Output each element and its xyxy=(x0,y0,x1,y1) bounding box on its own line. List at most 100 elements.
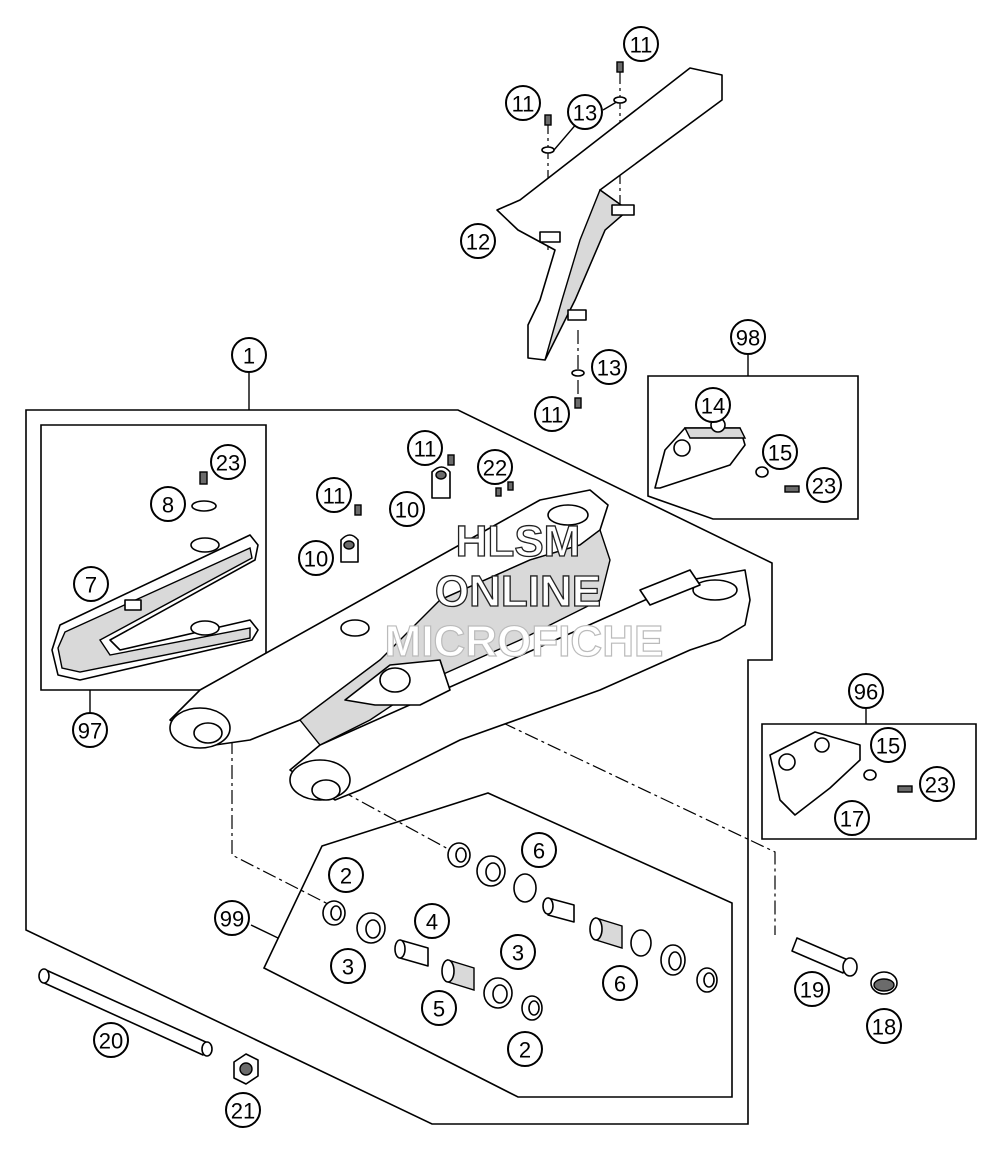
svg-text:19: 19 xyxy=(800,978,824,1003)
svg-text:96: 96 xyxy=(854,680,878,705)
svg-text:11: 11 xyxy=(630,33,653,58)
callout-10-right: 10 xyxy=(389,491,425,527)
watermark-microfiche: MICROFICHE xyxy=(385,617,664,666)
callout-21: 21 xyxy=(225,1092,261,1128)
chain-slider xyxy=(51,534,259,681)
svg-text:5: 5 xyxy=(433,997,445,1022)
callout-19: 19 xyxy=(794,971,830,1007)
callout-5: 5 xyxy=(421,990,457,1026)
svg-text:18: 18 xyxy=(872,1015,896,1040)
callout-3-right: 3 xyxy=(500,934,536,970)
callout-2-top: 2 xyxy=(328,857,364,893)
callout-14: 14 xyxy=(695,387,731,423)
callout-13-top: 13 xyxy=(567,94,603,130)
callout-2-bottom: 2 xyxy=(507,1031,543,1067)
leader-99 xyxy=(250,924,279,939)
callout-10-left: 10 xyxy=(298,540,334,576)
callout-23-slider: 23 xyxy=(210,444,246,480)
callout-97: 97 xyxy=(72,712,108,748)
svg-text:2: 2 xyxy=(340,864,352,889)
callout-6-top: 6 xyxy=(521,832,557,868)
group-frame-98 xyxy=(647,375,859,520)
svg-text:8: 8 xyxy=(162,493,174,518)
washer-15-right xyxy=(863,769,877,781)
svg-text:11: 11 xyxy=(541,403,564,428)
screw-11-top xyxy=(544,61,624,409)
svg-text:23: 23 xyxy=(216,451,240,476)
washer-15-top xyxy=(755,466,769,478)
svg-text:3: 3 xyxy=(512,941,524,966)
callout-15-top: 15 xyxy=(762,434,798,470)
svg-text:15: 15 xyxy=(768,441,792,466)
callout-3-left: 3 xyxy=(330,948,366,984)
svg-text:21: 21 xyxy=(231,1099,255,1124)
svg-text:22: 22 xyxy=(483,456,507,481)
swingarm-axle xyxy=(38,968,213,1057)
svg-text:6: 6 xyxy=(614,972,626,997)
svg-text:97: 97 xyxy=(78,719,102,744)
svg-text:10: 10 xyxy=(304,547,328,572)
svg-text:11: 11 xyxy=(414,437,437,462)
nut xyxy=(233,1053,259,1085)
callout-7: 7 xyxy=(73,566,109,602)
chain-slide-guide xyxy=(654,417,747,489)
callout-8: 8 xyxy=(150,486,186,522)
bearing-parts xyxy=(322,842,718,1021)
callout-23-top: 23 xyxy=(806,467,842,503)
axis-line-pivot-right xyxy=(339,789,451,851)
swingarm xyxy=(169,489,751,801)
svg-text:11: 11 xyxy=(512,92,535,117)
svg-text:20: 20 xyxy=(99,1029,123,1054)
callout-96: 96 xyxy=(848,673,884,709)
callout-11-top: 11 xyxy=(623,26,659,62)
svg-text:3: 3 xyxy=(342,955,354,980)
washer-13 xyxy=(541,96,627,377)
cover-cap xyxy=(870,971,898,995)
svg-text:98: 98 xyxy=(736,326,760,351)
svg-text:7: 7 xyxy=(85,573,97,598)
svg-text:10: 10 xyxy=(395,498,419,523)
callout-22: 22 xyxy=(477,449,513,485)
svg-text:4: 4 xyxy=(426,910,438,935)
callout-15-right: 15 xyxy=(870,727,906,763)
callout-11-swingarm-left: 11 xyxy=(316,477,352,513)
svg-text:15: 15 xyxy=(876,734,900,759)
callout-12: 12 xyxy=(460,223,496,259)
svg-text:99: 99 xyxy=(220,907,244,932)
callout-11-swingarm-top: 11 xyxy=(407,430,443,466)
screw-23-top xyxy=(784,485,800,493)
svg-text:23: 23 xyxy=(925,773,949,798)
svg-text:6: 6 xyxy=(533,839,545,864)
group-frame-96 xyxy=(761,723,977,840)
svg-text:14: 14 xyxy=(701,394,725,419)
callout-11-mid: 11 xyxy=(534,396,570,432)
callout-6-bottom: 6 xyxy=(602,965,638,1001)
callout-4: 4 xyxy=(414,903,450,939)
callout-98: 98 xyxy=(730,319,766,355)
callout-13-bottom: 13 xyxy=(591,349,627,385)
svg-text:13: 13 xyxy=(573,101,597,126)
svg-text:23: 23 xyxy=(812,474,836,499)
callout-23-right: 23 xyxy=(919,766,955,802)
svg-text:2: 2 xyxy=(519,1038,531,1063)
svg-text:11: 11 xyxy=(323,484,346,509)
svg-text:13: 13 xyxy=(597,356,621,381)
chain-guide-96 xyxy=(769,731,861,816)
bolt-22 xyxy=(495,481,514,497)
group-frame-1 xyxy=(25,409,773,1125)
pivot-bolt xyxy=(791,937,858,977)
group-frame-99 xyxy=(262,792,733,1098)
screw-23-right xyxy=(897,785,913,793)
callout-1: 1 xyxy=(231,337,267,373)
callout-20: 20 xyxy=(93,1022,129,1058)
callout-11-upper-left: 11 xyxy=(505,85,541,121)
washer-8 xyxy=(191,471,217,512)
svg-text:1: 1 xyxy=(243,344,255,369)
bolt-11-swingarm xyxy=(354,454,455,516)
clamp-10 xyxy=(340,466,451,563)
watermark-online: ONLINE xyxy=(435,567,601,616)
callout-18: 18 xyxy=(866,1008,902,1044)
watermark-hlsm: HLSM xyxy=(456,517,581,566)
